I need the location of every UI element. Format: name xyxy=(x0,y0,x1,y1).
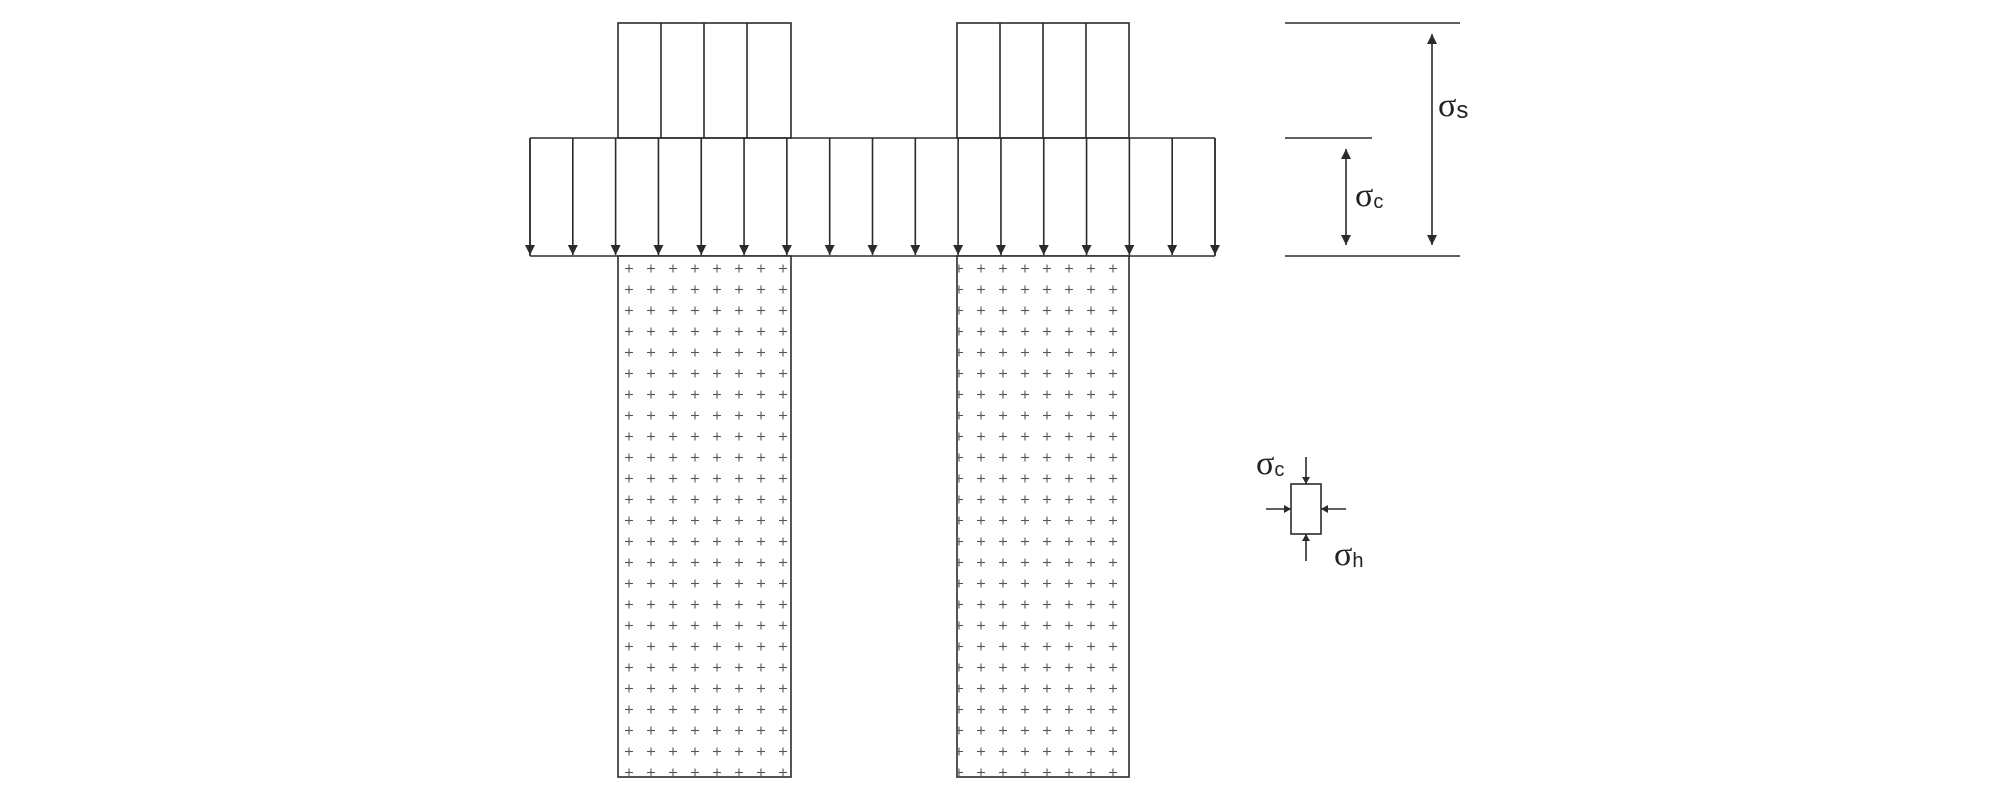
sigma-s-label: σs xyxy=(1438,87,1468,124)
element-sigma-c-label: σc xyxy=(1256,445,1284,482)
stress-element xyxy=(1266,457,1346,561)
dimension-lines xyxy=(1285,22,1460,257)
stone-column-left xyxy=(617,255,792,778)
sigma-c-label: σc xyxy=(1355,177,1383,214)
load-arrows xyxy=(525,138,1220,255)
element-sigma-h-label: σh xyxy=(1334,536,1363,573)
column-stress-block-right xyxy=(956,22,1130,139)
column-stress-block-left xyxy=(617,22,792,139)
stone-column-right xyxy=(956,255,1130,778)
